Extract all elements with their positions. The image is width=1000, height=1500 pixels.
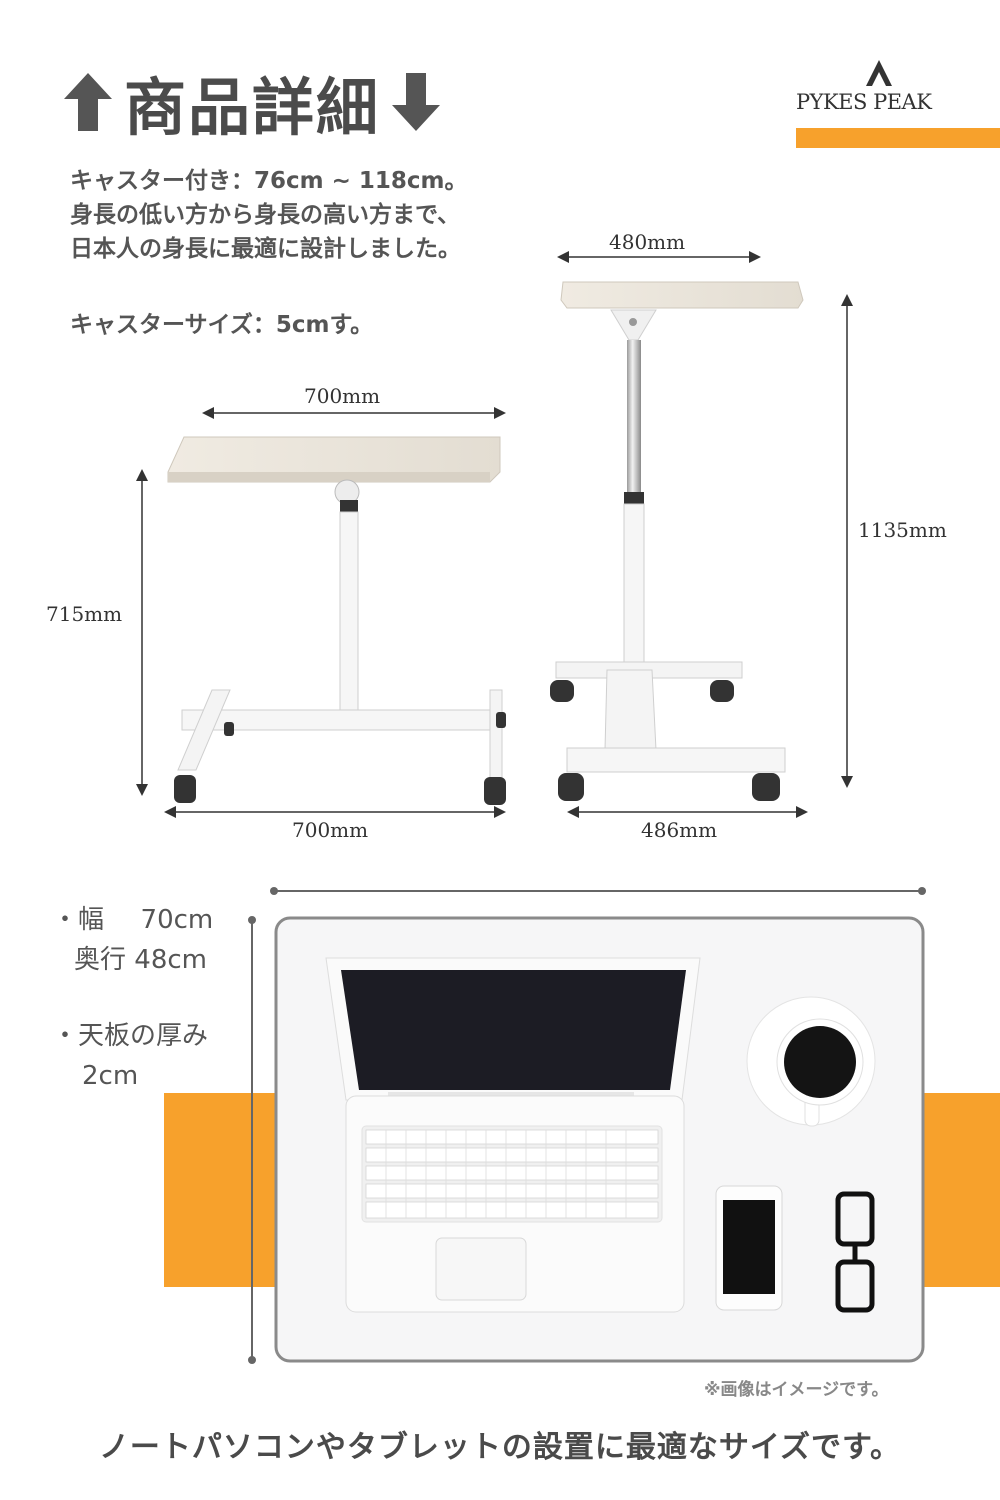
spec-depth-value: 48cm [134, 945, 207, 975]
dim-low-height: 715mm [46, 602, 123, 626]
accent-block-right [920, 1093, 1000, 1287]
spec-thickness-label: ・天板の厚み [52, 1021, 209, 1051]
dim-low-bottom-width: 700mm [292, 818, 369, 842]
high-desk-illustration [550, 251, 853, 818]
mountain-icon [866, 60, 892, 86]
brand-accent-bar [796, 128, 1000, 148]
low-desk-illustration [136, 407, 506, 818]
page-title-block: 商品詳細 [62, 62, 442, 144]
description: キャスター付き：76cm ~ 118cm。 身長の低い方から身長の高い方まで、 … [70, 164, 468, 266]
caster-size-text: キャスターサイズ：5cmす。 [70, 312, 374, 338]
spec-width: ・幅 70cm [52, 900, 213, 940]
spec-depth-label: 奥行 [74, 945, 127, 975]
coffee-cup-image [746, 996, 876, 1127]
dim-low-top-width: 700mm [304, 384, 381, 408]
spec-depth: 奥行 48cm [74, 940, 207, 980]
brand-name: PYKES PEAK [796, 90, 932, 114]
description-line: 身長の低い方から身長の高い方まで、 [70, 202, 461, 228]
eyeglasses-image [835, 1191, 875, 1313]
brand-logo: PYKES PEAK [796, 58, 1000, 150]
accent-block-left [164, 1093, 284, 1287]
footer-caption: ノートパソコンやタブレットの設置に最適なサイズです。 [98, 1430, 902, 1465]
image-disclaimer: ※画像はイメージです。 [704, 1380, 889, 1400]
dim-high-height: 1135mm [858, 518, 947, 542]
dim-high-top-width: 480mm [609, 230, 686, 254]
dim-high-bottom-width: 486mm [641, 818, 718, 842]
page-title: 商品詳細 [124, 71, 381, 144]
laptop-image [325, 957, 701, 1313]
spec-width-value: 70cm [140, 905, 214, 935]
description-line: 日本人の身長に最適に設計しました。 [70, 236, 461, 262]
spec-thickness-value: 2cm [82, 1061, 139, 1091]
smartphone-image [715, 1185, 783, 1311]
description-line: キャスター付き：76cm ~ 118cm。 [70, 168, 468, 194]
spec-width-label: ・幅 [52, 905, 105, 935]
arrow-up-icon [64, 73, 112, 131]
arrow-down-icon [392, 73, 441, 131]
